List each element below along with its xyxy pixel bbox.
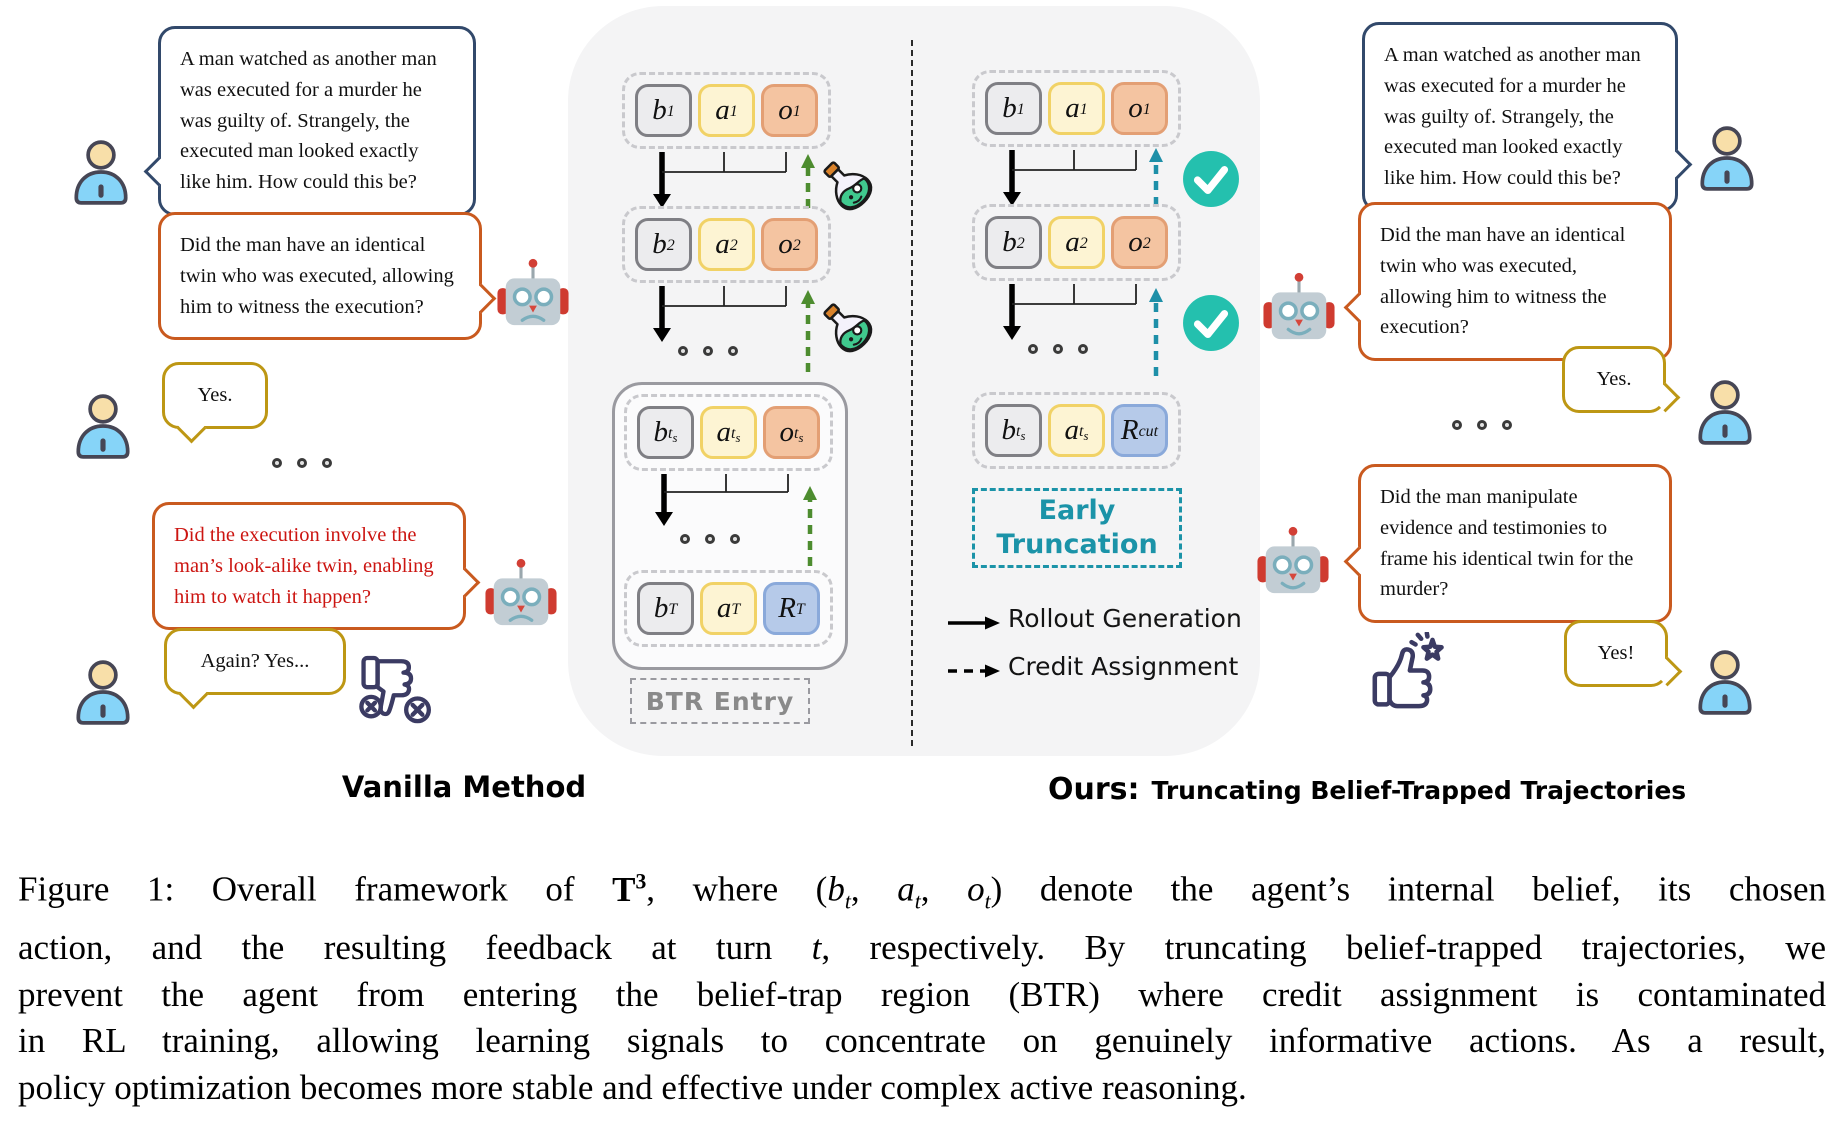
legend-rollout-label: Rollout Generation: [1008, 604, 1242, 633]
rollout-connector: [655, 474, 789, 526]
caption-line-5: policy optimization becomes more stable …: [18, 1067, 1247, 1107]
trapped-question-bubble: Did the execution involve the man’s look…: [152, 502, 481, 631]
bubble-tail: [178, 679, 209, 710]
figure-caption: Figure 1: Overall framework of T3, where…: [18, 858, 1826, 1111]
legend-solid-arrow: [948, 616, 1000, 630]
agent-question-bubble: Did the man have an identical twin who w…: [1343, 202, 1672, 361]
sad-robot-icon: [496, 256, 570, 330]
user-answer-bubble: Again? Yes...: [164, 628, 346, 710]
credit-up-arrow-green: [803, 486, 817, 566]
user-avatar: [70, 392, 136, 462]
happy-robot-icon: [1256, 524, 1330, 598]
ellipsis-dots: [1452, 420, 1512, 430]
user-avatar: [68, 138, 134, 208]
bubble-tail: [1343, 546, 1374, 577]
ours-prefix: Ours:: [1048, 772, 1140, 807]
btr-entry-label: BTR Entry: [630, 678, 810, 724]
thumbs-down-icon: [356, 644, 438, 726]
happy-robot-icon: [1262, 270, 1336, 344]
agent-question-bubble: Did the man have an identical twin who w…: [158, 212, 497, 341]
panel-divider-line: [911, 40, 913, 746]
ellipsis-dots: [1028, 344, 1088, 354]
bubble-tail: [1650, 382, 1681, 413]
informative-question-bubble: Did the man manipulate evidence and test…: [1343, 464, 1672, 623]
bubble-tail: [450, 567, 481, 598]
caption-line-1: Figure 1: Overall framework of T3, where…: [18, 869, 1827, 914]
bubble-tail: [1652, 656, 1683, 687]
ellipsis-dots: [680, 534, 740, 544]
ours-method-label: Ours: Truncating Belief-Trapped Trajecto…: [1048, 772, 1686, 807]
bubble-tail: [1662, 149, 1693, 179]
ours-title: Truncating Belief-Trapped Trajectories: [1151, 776, 1687, 805]
user-answer-bubble: Yes!: [1564, 620, 1683, 687]
bubble-tail: [143, 156, 174, 187]
bubble-tail: [466, 283, 497, 314]
legend-dashed-arrow: [948, 664, 1000, 678]
thumbs-up-icon: [1368, 632, 1454, 718]
caption-line-3: prevent the agent from entering the beli…: [18, 974, 1826, 1014]
check-reward-icon: [1182, 294, 1240, 352]
bubble-tail: [176, 413, 207, 444]
credit-up-arrow-teal: [1149, 148, 1163, 206]
rollout-connector: [1003, 284, 1137, 340]
credit-up-arrow-green: [801, 154, 815, 208]
ellipsis-dots: [678, 346, 738, 356]
user-answer-bubble: Yes.: [1562, 346, 1681, 413]
puzzle-bubble: A man watched as another man was execute…: [1362, 22, 1693, 212]
check-reward-icon: [1182, 150, 1240, 208]
ellipsis-dots: [272, 458, 332, 468]
rollout-connector: [653, 152, 787, 208]
vanilla-method-label: Vanilla Method: [341, 770, 587, 804]
poison-reward-icon: [820, 300, 874, 354]
sad-robot-icon: [484, 556, 558, 630]
user-avatar: [1692, 378, 1758, 448]
puzzle-bubble: A man watched as another man was execute…: [143, 26, 476, 216]
poison-reward-icon: [820, 158, 874, 212]
rollout-connector: [1003, 150, 1137, 206]
caption-line-4: in RL training, allowing learning signal…: [18, 1021, 1826, 1061]
credit-up-arrow-green: [801, 290, 815, 372]
user-avatar: [70, 658, 136, 728]
user-avatar: [1692, 648, 1758, 718]
rollout-connector: [653, 286, 787, 342]
credit-up-arrow-teal: [1149, 288, 1163, 376]
bubble-tail: [1343, 292, 1374, 323]
caption-line-2: action, and the resulting feedback at tu…: [18, 928, 1827, 968]
legend-credit-label: Credit Assignment: [1008, 652, 1239, 681]
user-answer-bubble: Yes.: [162, 362, 268, 444]
user-avatar: [1694, 124, 1760, 194]
